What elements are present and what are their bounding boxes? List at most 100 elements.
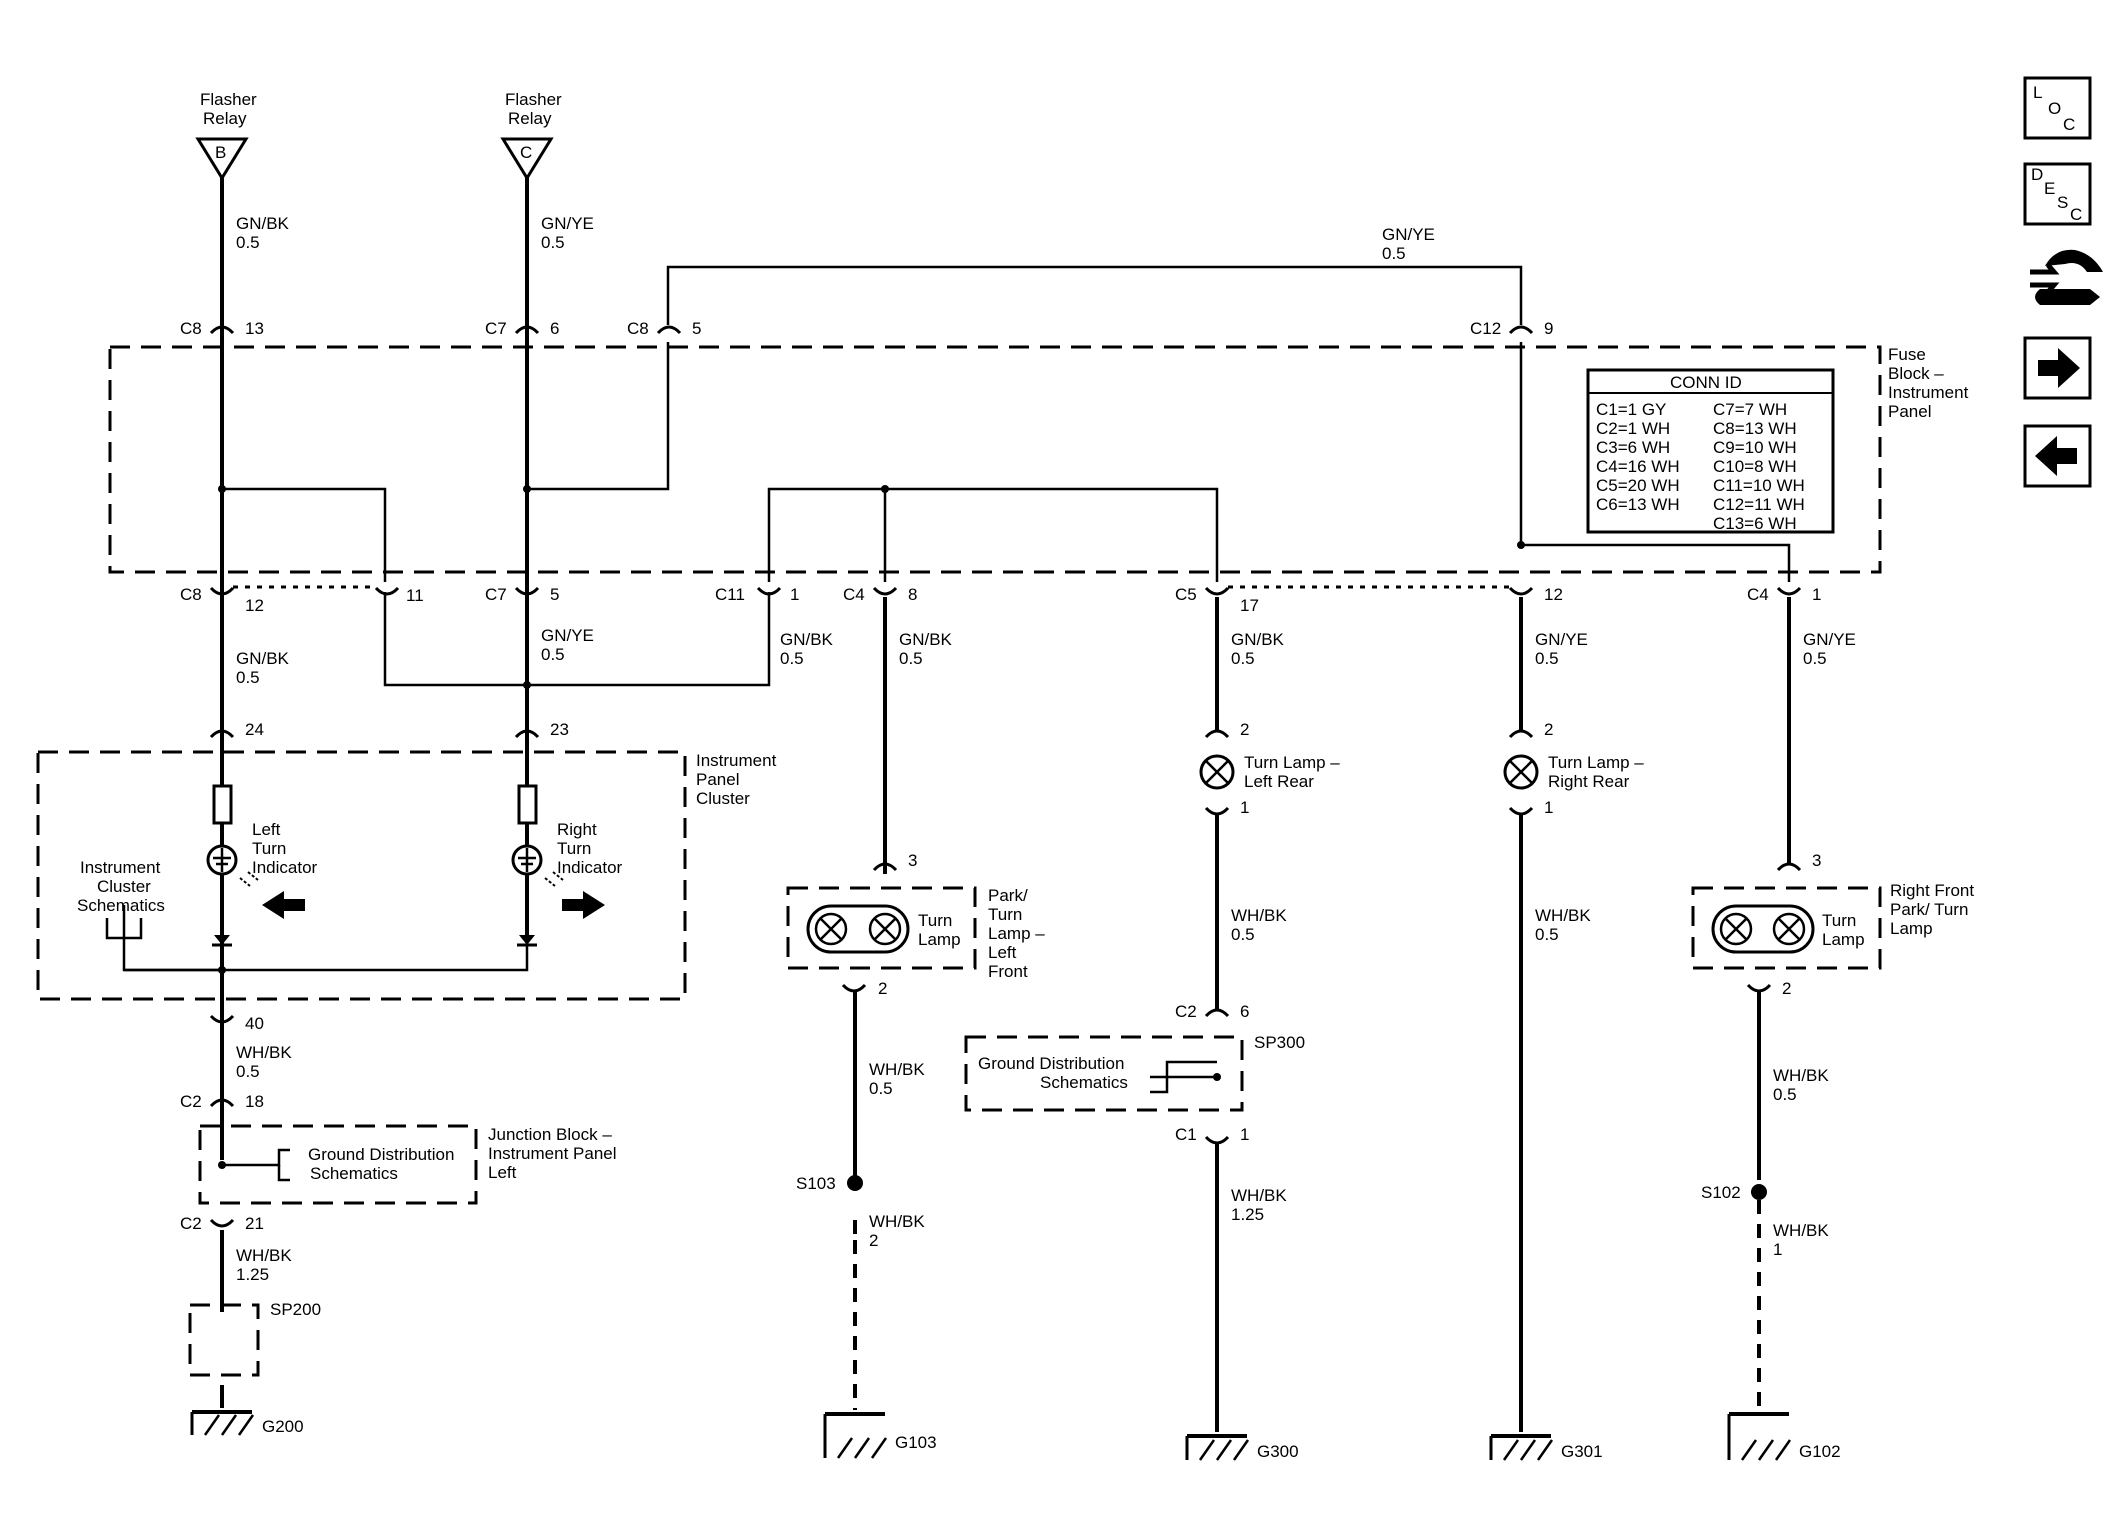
svg-text:GN/BK: GN/BK — [780, 630, 834, 649]
svg-text:C2=1 WH: C2=1 WH — [1596, 419, 1670, 438]
svg-text:D: D — [2031, 165, 2043, 184]
svg-text:GN/YE: GN/YE — [1803, 630, 1856, 649]
svg-text:C4=16 WH: C4=16 WH — [1596, 457, 1680, 476]
right-front-park-turn-lamp: Turn Lamp Right Front Park/ Turn Lamp — [1711, 881, 1974, 954]
svg-text:C12: C12 — [1470, 319, 1501, 338]
rf-lamp-outline — [1691, 886, 1882, 970]
svg-text:Panel: Panel — [696, 770, 739, 789]
svg-text:Indicator: Indicator — [252, 858, 318, 877]
ground-g103: G103 — [823, 1412, 937, 1459]
junction-block-outline — [198, 1124, 478, 1205]
svg-text:0.5: 0.5 — [541, 233, 565, 252]
svg-text:G301: G301 — [1561, 1442, 1603, 1461]
svg-text:WH/BK: WH/BK — [1773, 1066, 1829, 1085]
svg-text:GN/YE: GN/YE — [1535, 630, 1588, 649]
svg-text:C1: C1 — [1175, 1125, 1197, 1144]
svg-text:GN/BK: GN/BK — [899, 630, 953, 649]
svg-text:GN/BK: GN/BK — [236, 649, 290, 668]
svg-text:C2: C2 — [180, 1214, 202, 1233]
svg-text:8: 8 — [908, 585, 917, 604]
svg-text:SP200: SP200 — [270, 1300, 321, 1319]
left-arrow-icon — [262, 891, 305, 919]
svg-text:13: 13 — [245, 319, 264, 338]
svg-text:C: C — [520, 143, 532, 162]
description-button[interactable]: D E S C — [2023, 162, 2092, 226]
svg-text:WH/BK: WH/BK — [1231, 1186, 1287, 1205]
svg-text:Left: Left — [252, 820, 281, 839]
svg-text:C6=13 WH: C6=13 WH — [1596, 495, 1680, 514]
svg-text:9: 9 — [1544, 319, 1553, 338]
svg-text:C11: C11 — [715, 585, 745, 604]
ground-g301: G301 — [1489, 1434, 1603, 1461]
svg-text:0.5: 0.5 — [1231, 925, 1255, 944]
svg-text:0.5: 0.5 — [236, 1062, 260, 1081]
wrench-hand-icon[interactable] — [2030, 249, 2103, 305]
arrow-left-icon[interactable] — [2023, 424, 2092, 488]
svg-text:C1=1 GY: C1=1 GY — [1596, 400, 1666, 419]
svg-text:Instrument Panel: Instrument Panel — [488, 1144, 617, 1163]
svg-text:2: 2 — [1240, 720, 1249, 739]
svg-text:Ground Distribution: Ground Distribution — [308, 1145, 454, 1164]
svg-text:C2: C2 — [1175, 1002, 1197, 1021]
svg-text:6: 6 — [550, 319, 559, 338]
svg-text:GN/BK: GN/BK — [236, 214, 290, 233]
svg-text:0.5: 0.5 — [1535, 925, 1559, 944]
wire-labels: GN/BK0.5 GN/YE0.5 GN/YE0.5 GN/BK0.5 GN/Y… — [236, 214, 1856, 1284]
svg-text:SP300: SP300 — [1254, 1033, 1305, 1052]
svg-text:G103: G103 — [895, 1433, 937, 1452]
svg-text:C10=8 WH: C10=8 WH — [1713, 457, 1797, 476]
svg-text:Panel: Panel — [1888, 402, 1931, 421]
junction-dots — [218, 485, 1767, 1200]
svg-text:S103: S103 — [796, 1174, 836, 1193]
svg-text:C12=11 WH: C12=11 WH — [1713, 495, 1805, 514]
ground-g300: G300 — [1185, 1434, 1299, 1461]
svg-text:Flasher: Flasher — [200, 90, 257, 109]
svg-text:1.25: 1.25 — [236, 1265, 269, 1284]
wires — [122, 170, 1791, 1432]
svg-text:C7: C7 — [485, 585, 507, 604]
svg-text:C4: C4 — [1747, 585, 1769, 604]
location-button[interactable]: L O C — [2023, 76, 2092, 140]
svg-text:C8: C8 — [180, 585, 202, 604]
svg-text:Lamp: Lamp — [1822, 930, 1865, 949]
svg-text:Turn: Turn — [918, 911, 952, 930]
svg-text:0.5: 0.5 — [236, 668, 260, 687]
svg-text:Lamp: Lamp — [1890, 919, 1933, 938]
svg-text:0.5: 0.5 — [869, 1079, 893, 1098]
svg-text:C: C — [2063, 115, 2075, 134]
lf-lamp-outline — [786, 886, 977, 970]
svg-text:0.5: 0.5 — [1535, 649, 1559, 668]
instrument-panel-cluster: Instrument Panel Cluster Instrument Clus… — [77, 751, 777, 947]
svg-text:Junction Block –: Junction Block – — [488, 1125, 612, 1144]
svg-text:Right Front: Right Front — [1890, 881, 1974, 900]
arrow-right-icon[interactable] — [2023, 336, 2092, 400]
svg-text:2: 2 — [878, 979, 887, 998]
svg-text:Block –: Block – — [1888, 364, 1944, 383]
svg-text:21: 21 — [245, 1214, 264, 1233]
svg-text:3: 3 — [908, 851, 917, 870]
svg-text:Turn Lamp –: Turn Lamp – — [1244, 753, 1340, 772]
svg-text:Instrument: Instrument — [1888, 383, 1969, 402]
right-rear-turn-lamp: Turn Lamp – Right Rear — [1503, 753, 1644, 791]
svg-text:Relay: Relay — [508, 109, 552, 128]
svg-text:C8: C8 — [627, 319, 649, 338]
svg-text:0.5: 0.5 — [1803, 649, 1827, 668]
svg-text:C4: C4 — [843, 585, 865, 604]
svg-text:C5=20 WH: C5=20 WH — [1596, 476, 1680, 495]
s103-splice-dot — [847, 1175, 863, 1191]
svg-text:WH/BK: WH/BK — [1535, 906, 1591, 925]
right-arrow-icon — [562, 891, 605, 919]
svg-text:12: 12 — [245, 596, 264, 615]
svg-text:1: 1 — [1240, 798, 1249, 817]
svg-text:3: 3 — [1812, 851, 1821, 870]
svg-text:Relay: Relay — [203, 109, 247, 128]
svg-text:0.5: 0.5 — [1231, 649, 1255, 668]
left-indicator-resistor — [212, 784, 233, 825]
svg-text:2: 2 — [869, 1231, 878, 1250]
svg-text:Ground Distribution: Ground Distribution — [978, 1054, 1124, 1073]
svg-text:C3=6 WH: C3=6 WH — [1596, 438, 1670, 457]
svg-text:Turn: Turn — [1822, 911, 1856, 930]
svg-text:12: 12 — [1544, 585, 1563, 604]
right-indicator-resistor — [517, 784, 538, 825]
